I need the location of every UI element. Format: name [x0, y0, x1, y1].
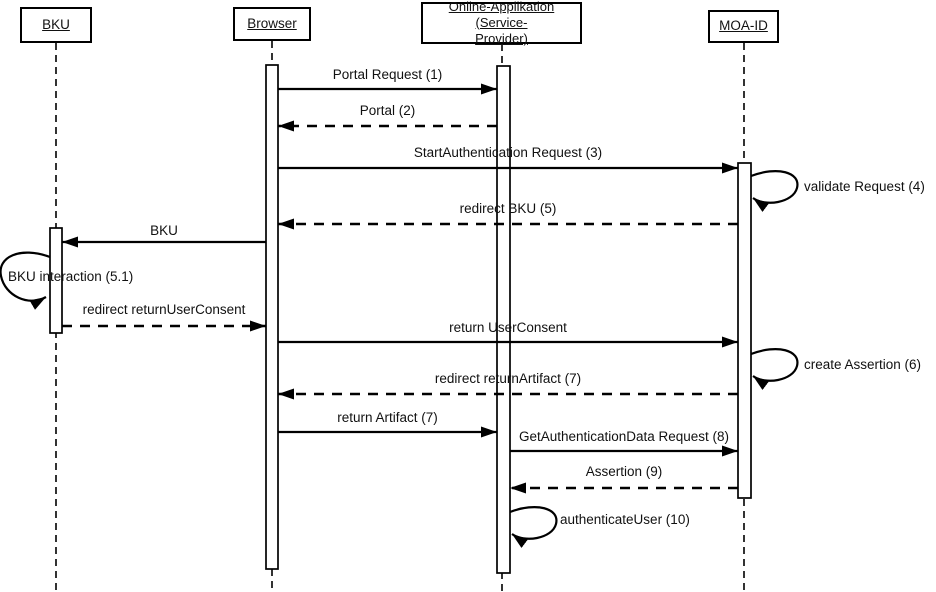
actor-box-bku: BKU	[20, 7, 92, 43]
actor-box-moa-id: MOA-ID	[708, 10, 779, 43]
message-label-authenticate-user: authenticateUser (10)	[560, 512, 690, 527]
actor-label-online-app-line1: Online-Applikation (Service-	[448, 0, 555, 30]
message-label-portal-request: Portal Request (1)	[332, 67, 443, 82]
message-label-redirect-return-artifact: redirect returnArtifact (7)	[434, 371, 582, 386]
message-label-return-artifact: return Artifact (7)	[337, 410, 438, 425]
loop-authenticate-user	[509, 506, 558, 548]
actor-label-browser: Browser	[247, 15, 297, 31]
message-label-validate-request: validate Request (4)	[804, 179, 925, 194]
message-label-redirect-bku: redirect BKU (5)	[459, 201, 557, 216]
message-label-assertion: Assertion (9)	[585, 464, 663, 479]
loop-validate-request	[750, 170, 799, 212]
message-label-start-authentication-request: StartAuthentication Request (3)	[413, 145, 603, 160]
message-label-create-assertion: create Assertion (6)	[804, 357, 922, 372]
message-label-portal: Portal (2)	[359, 103, 416, 118]
actor-label-online-app-line2: Provider)	[475, 31, 528, 47]
actor-label-bku: BKU	[42, 16, 70, 32]
message-label-redirect-return-userconsent: redirect returnUserConsent	[82, 302, 246, 317]
loop-create-assertion	[750, 348, 799, 390]
message-label-bku: BKU	[150, 223, 178, 238]
activation-online-app	[496, 65, 511, 574]
activation-moa-id	[737, 162, 752, 499]
actor-label-moa-id: MOA-ID	[719, 18, 768, 34]
activation-bku	[49, 227, 63, 334]
actor-box-browser: Browser	[233, 7, 311, 41]
activation-browser	[265, 64, 279, 570]
actor-box-online-app: Online-Applikation (Service- Provider)	[421, 0, 582, 47]
loop-bku-interaction	[0, 251, 51, 310]
message-label-return-userconsent: return UserConsent	[449, 320, 567, 335]
message-label-bku-interaction: BKU interaction (5.1)	[8, 269, 134, 284]
message-label-get-authentication-data-request: GetAuthenticationData Request (8)	[518, 429, 730, 444]
